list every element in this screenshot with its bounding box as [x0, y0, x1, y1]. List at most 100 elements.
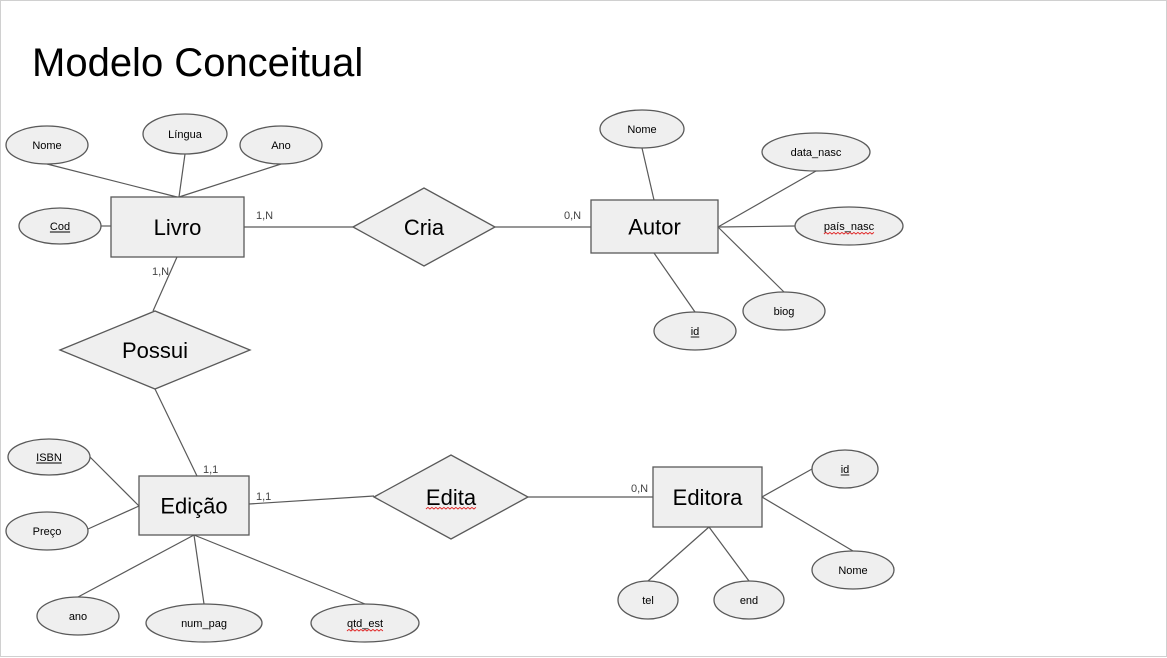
attribute-label: Nome: [627, 124, 656, 136]
attribute-livro-lingua: Língua: [142, 113, 228, 155]
connector-line: [717, 226, 785, 293]
attribute-ellipse: [18, 207, 102, 245]
connector-line: [761, 468, 813, 498]
entity-label: Editora: [673, 485, 743, 510]
attribute-label: qtd_est: [347, 618, 383, 630]
cardinality-livro-possui: 1,N: [152, 266, 169, 278]
attribute-editora-end: end: [713, 580, 785, 620]
connector-line: [89, 456, 140, 507]
connector-line: [717, 225, 796, 228]
attribute-autor-data-nasc: data_nasc: [761, 132, 871, 172]
attribute-edicao-qtd-est: qtd_est: [310, 603, 420, 643]
spellcheck-underline: [425, 506, 477, 510]
connector-line: [193, 534, 205, 605]
connector-line: [761, 496, 854, 552]
attribute-editora-nome: Nome: [811, 550, 895, 590]
entity-autor: Autor: [590, 199, 719, 254]
attribute-label: end: [740, 595, 758, 607]
attribute-label: país_nasc: [824, 221, 875, 233]
attribute-label: id: [691, 326, 700, 338]
attribute-ellipse: [653, 311, 737, 351]
connector-line: [77, 534, 195, 598]
attribute-ellipse: [811, 449, 879, 489]
connector-line: [647, 526, 710, 582]
entity-label: Edição: [160, 494, 227, 519]
attribute-label: Preço: [33, 526, 62, 538]
connector-line: [653, 252, 696, 313]
attribute-ellipse: [713, 580, 785, 620]
connector-line: [178, 163, 282, 198]
entity-edicao: Edição: [138, 475, 250, 536]
attribute-ellipse: [7, 438, 91, 476]
attribute-label: Nome: [32, 140, 61, 152]
attribute-ellipse: [617, 580, 679, 620]
relationship-diamond: [351, 187, 497, 267]
attribute-edicao-isbn: ISBN: [7, 438, 91, 476]
entity-box: [590, 199, 719, 254]
attribute-label: data_nasc: [791, 147, 842, 159]
connector-line: [248, 495, 375, 505]
connector-line: [641, 147, 655, 201]
relationship-possui: Possui: [58, 310, 252, 390]
attribute-label: biog: [774, 306, 795, 318]
attribute-ellipse: [239, 125, 323, 165]
connector-line: [46, 163, 178, 198]
attribute-label: tel: [642, 595, 654, 607]
attribute-autor-biog: biog: [742, 291, 826, 331]
attribute-edicao-num-pag: num_pag: [145, 603, 263, 643]
relationship-label: Edita: [426, 485, 477, 510]
attribute-editora-id: id: [811, 449, 879, 489]
cardinality-edicao-edita: 1,1: [256, 491, 271, 503]
connector-line: [87, 505, 140, 530]
attribute-ellipse: [310, 603, 420, 643]
attribute-autor-id: id: [653, 311, 737, 351]
connector-line: [193, 534, 366, 605]
relationship-label: Possui: [122, 338, 188, 363]
relationship-label: Cria: [404, 215, 445, 240]
entity-box: [110, 196, 245, 258]
attribute-label: id: [841, 464, 850, 476]
relationship-diamond: [372, 454, 530, 540]
attribute-label: Língua: [168, 129, 203, 141]
attribute-label: Ano: [271, 140, 291, 152]
attribute-label: Nome: [838, 565, 867, 577]
attribute-autor-nome: Nome: [599, 109, 685, 149]
attribute-livro-ano: Ano: [239, 125, 323, 165]
attribute-ellipse: [5, 511, 89, 551]
attribute-ellipse: [5, 125, 89, 165]
attribute-ellipse: [145, 603, 263, 643]
attribute-livro-nome: Nome: [5, 125, 89, 165]
relationship-diamond: [58, 310, 252, 390]
entity-editora: Editora: [652, 466, 763, 528]
cardinality-autor-cria: 0,N: [564, 210, 581, 222]
attribute-label: ano: [69, 611, 87, 623]
cardinality-livro-cria: 1,N: [256, 210, 273, 222]
attribute-editora-tel: tel: [617, 580, 679, 620]
attribute-autor-pais-nasc: país_nasc: [794, 206, 904, 246]
entity-label: Autor: [628, 215, 681, 240]
spellcheck-underline: [346, 628, 384, 632]
relationship-edita: Edita: [372, 454, 530, 540]
connector-line: [708, 526, 750, 582]
connector-line: [152, 256, 178, 312]
relationship-cria: Cria: [351, 187, 497, 267]
attribute-label: num_pag: [181, 618, 227, 630]
connector-line: [717, 170, 817, 228]
attribute-label: ISBN: [36, 452, 62, 464]
attribute-ellipse: [36, 596, 120, 636]
attribute-ellipse: [742, 291, 826, 331]
attribute-livro-cod: Cod: [18, 207, 102, 245]
attribute-ellipse: [811, 550, 895, 590]
cardinality-edicao-possui: 1,1: [203, 464, 218, 476]
attribute-edicao-ano: ano: [36, 596, 120, 636]
spellcheck-underline: [823, 231, 875, 235]
cardinality-editora-edita: 0,N: [631, 483, 648, 495]
entity-box: [652, 466, 763, 528]
connector-line: [178, 153, 186, 198]
entity-livro: Livro: [110, 196, 245, 258]
attribute-ellipse: [761, 132, 871, 172]
attribute-label: Cod: [50, 221, 70, 233]
page-title: Modelo Conceitual: [32, 41, 364, 85]
